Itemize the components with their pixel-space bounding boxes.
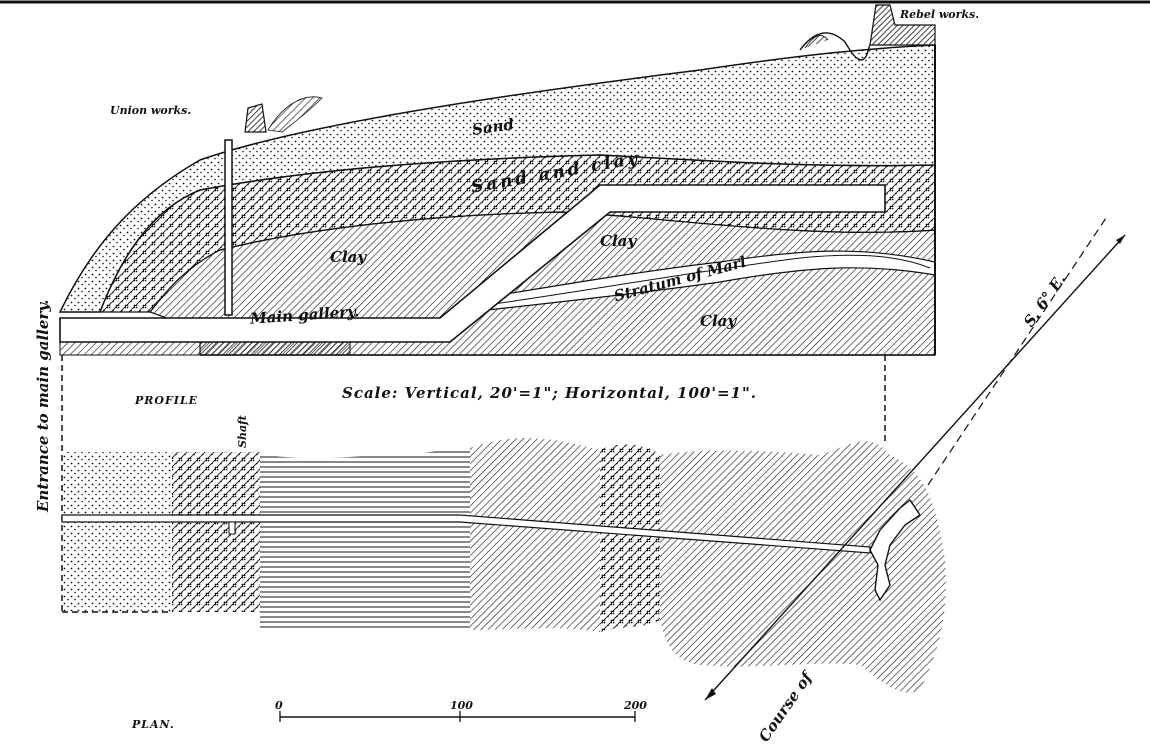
clay-label-left: Clay <box>330 248 367 266</box>
scale-tick-200: 200 <box>624 699 647 712</box>
plan-branch <box>869 498 921 602</box>
plan-clay-diagonal <box>470 438 600 632</box>
plan-sand-left <box>62 452 172 612</box>
clay-label-center: Clay <box>600 232 637 250</box>
scale-tick-0: 0 <box>275 699 283 712</box>
clay-label-right: Clay <box>700 312 737 330</box>
rebel-works-icon <box>869 4 936 46</box>
plan-label: PLAN. <box>132 718 175 731</box>
scale-tick-100: 100 <box>450 699 473 712</box>
plan-clay-horizontal <box>260 448 470 630</box>
plan-mixed <box>600 444 660 632</box>
shaft-profile <box>224 139 233 316</box>
profile-label: PROFILE <box>135 394 199 407</box>
plan-gallery <box>61 514 871 554</box>
entrance-label: Entrance to main gallery. <box>34 299 52 512</box>
scale-label: Scale: Vertical, 20'=1"; Horizontal, 100… <box>342 384 758 402</box>
rebel-works-label: Rebel works. <box>900 8 980 21</box>
shaft-label: Shaft <box>236 415 249 448</box>
plan-sandclay <box>172 452 260 612</box>
plan-clay-right <box>660 441 946 693</box>
union-works-label: Union works. <box>110 104 192 117</box>
union-works-icon <box>244 103 267 133</box>
